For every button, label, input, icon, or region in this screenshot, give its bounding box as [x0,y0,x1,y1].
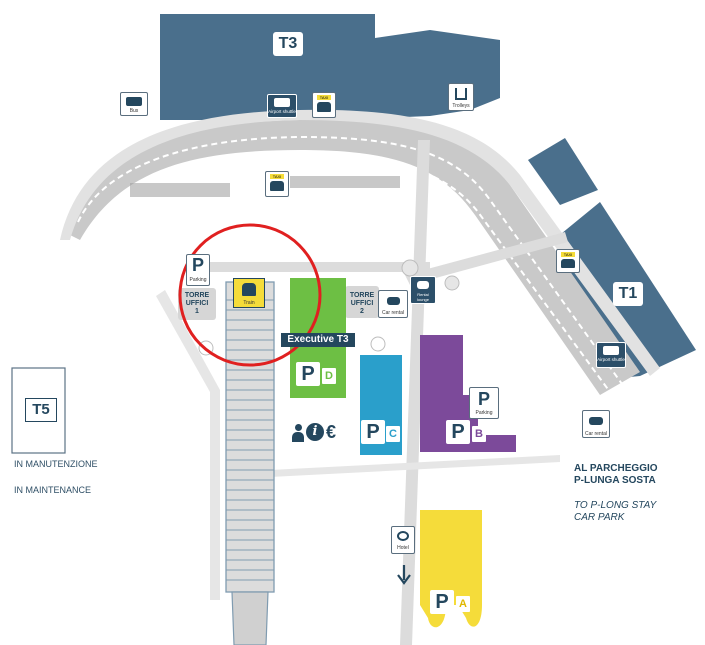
terminal-t1-label: T1 [613,282,643,306]
executive-t3-label: Executive T3 [281,333,355,347]
bus-icon [126,97,142,106]
long-stay-en: TO P-LONG STAY CAR PARK [574,500,656,524]
taxi-tag-2: TAXI [270,174,284,179]
track-end [231,591,269,645]
bus-caption: Bus [129,108,139,114]
terminal-t5-label: T5 [25,398,57,422]
parking-c-letter: C [386,426,400,442]
parking-sign-tower1[interactable]: P Parking [186,254,210,286]
info-icon: i [306,423,324,441]
trolley-icon [455,88,467,100]
stall-rows [130,176,400,197]
parking-a-letter: A [456,596,470,612]
shuttle-caption-t1: Airport shuttle [597,357,625,362]
hotel-icon [397,531,409,541]
t5-status-it: IN MANUTENZIONE [14,459,98,469]
car-rental-caption-t1: Car rental [585,431,607,437]
taxi-tag-3: TAXI [561,252,575,257]
rental-lounge-caption: Rental lounge [416,292,429,302]
t3-building [160,14,500,120]
taxi-icon [317,102,331,112]
road-band [70,119,640,395]
shuttle-icon-t1 [603,346,619,355]
taxi-sign-top[interactable]: TAXI [312,92,336,118]
parking-d-p: P [296,362,320,386]
bus-stop-sign[interactable]: Bus [120,92,148,116]
parking-caption: Parking [189,277,207,283]
long-stay-it-line2: P-LUNGA SOSTA [574,475,656,486]
shuttle-t1-sign[interactable]: Airport shuttle [596,342,626,368]
trolleys-sign[interactable]: Trolleys [448,83,474,111]
tower-2-line1: TORRE [349,292,375,299]
long-stay-en-line2: CAR PARK [574,512,625,523]
taxi-icon-3 [561,259,575,268]
long-stay-it-line1: AL PARCHEGGIO [574,463,658,474]
lane-dash-2 [89,152,611,393]
t5-status-en: IN MAINTENANCE [14,485,92,495]
shuttle-icon [274,98,290,107]
shuttle-t3-sign[interactable]: Airport shuttle [267,94,297,118]
t1-connector [405,232,568,285]
tower-2-block [345,286,379,318]
shuttle-caption: Airport shuttle [268,109,296,114]
tower-1-block [178,288,216,320]
walkway-rungs [226,299,274,581]
parking-b-area [420,335,516,452]
p-icon: P [191,255,204,275]
rental-lounge-sign[interactable]: Rental lounge [410,276,436,304]
taxi-tag: TAXI [317,95,331,100]
terminal-t3-label: T3 [273,32,303,56]
tower-2-line3: 2 [360,308,364,315]
car-rental-sign[interactable]: Car rental [378,290,408,318]
tower-1-line2: UFFICI [185,300,209,307]
tower-1-line1: TORRE [184,292,210,299]
parking-b-p: P [446,420,470,444]
tower-1-label: TORRE UFFICI 1 [180,292,214,316]
taxi-sign-middle[interactable]: TAXI [265,171,289,197]
car-icon [589,417,603,425]
side-building [528,138,598,205]
long-stay-en-line1: TO P-LONG STAY [574,500,657,511]
p-icon-b: P [477,389,490,409]
tower-2-label: TORRE UFFICI 2 [345,292,379,316]
train-walkway [225,281,275,593]
highlight-circle [178,223,322,367]
taxi-sign-t1[interactable]: TAXI [556,249,580,273]
car-rental-caption: Car rental [382,310,404,316]
tower-2-line2: UFFICI [350,300,374,307]
parking-c-p: P [361,420,385,444]
parking-a-p: P [430,590,454,614]
train-sign[interactable]: Train [233,278,265,308]
down-arrow-icon [397,565,411,585]
road-edge [60,109,660,376]
long-stay-it: AL PARCHEGGIO P-LUNGA SOSTA [574,463,658,487]
train-caption: Train [243,300,255,306]
car-rental-sign-t1[interactable]: Car rental [582,410,610,438]
parking-d-letter: D [322,368,336,384]
person-icon [292,424,304,442]
train-icon [242,283,256,296]
services-box[interactable]: i € i€ [290,420,348,446]
car-icon-2 [387,297,400,305]
trolleys-caption: Trolleys [452,103,470,109]
parking-b-letter: B [472,426,486,442]
tower-1-line3: 1 [195,308,199,315]
parking-caption-b: Parking [475,410,493,416]
euro-icon: € [326,422,337,442]
taxi-icon-2 [270,181,284,191]
hotel-caption: Hotel [397,545,409,551]
hotel-sign[interactable]: Hotel [391,526,415,554]
parking-sign-b[interactable]: P Parking [469,387,499,419]
lounge-icon [417,281,429,289]
